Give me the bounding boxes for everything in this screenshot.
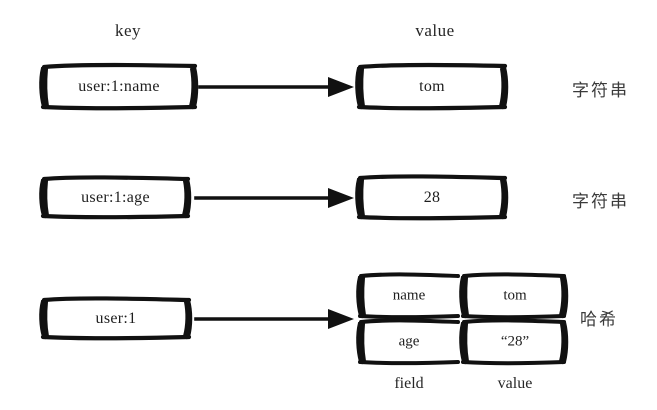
value-box-28[interactable]: 28	[354, 174, 510, 221]
hash-cell-value-tom[interactable]: tom	[459, 272, 570, 320]
value-box-tom[interactable]: tom	[354, 62, 510, 111]
arrow-key-to-value-2	[194, 185, 356, 211]
hand-drawn-rect-icon	[355, 174, 509, 221]
hand-drawn-rect-icon	[39, 62, 199, 111]
value-box-label: 28	[423, 188, 441, 206]
column-header-key: key	[114, 21, 142, 40]
type-label-hash: 哈希	[580, 310, 618, 330]
hash-cell-field-age[interactable]: age	[356, 318, 462, 366]
hand-drawn-rect-icon	[459, 272, 569, 320]
hash-cell-label: tom	[503, 287, 527, 304]
hash-cell-field-name[interactable]: name	[356, 272, 462, 320]
arrow-key-to-hash	[194, 306, 356, 332]
hash-cell-value-28[interactable]: “28”	[459, 318, 570, 366]
hand-drawn-rect-icon	[459, 318, 569, 366]
hand-drawn-rect-icon	[355, 62, 509, 111]
arrow-right-icon	[198, 77, 354, 97]
key-box-label: user:1	[95, 309, 137, 327]
type-label-string-2: 字符串	[572, 192, 629, 212]
hand-drawn-rect-icon	[356, 318, 460, 366]
hash-cell-label: name	[392, 287, 426, 304]
arrow-right-icon	[194, 188, 354, 208]
arrow-right-icon	[194, 309, 354, 329]
hash-footer-value: value	[497, 375, 533, 392]
hand-drawn-rect-icon	[39, 175, 192, 220]
key-box-label: user:1:name	[78, 77, 160, 95]
column-header-value: value	[415, 21, 455, 40]
hand-drawn-rect-icon	[356, 272, 460, 320]
key-box-user-1-name[interactable]: user:1:name	[38, 62, 200, 111]
hash-table: name tom age	[352, 270, 574, 370]
key-box-label: user:1:age	[81, 188, 150, 206]
type-label-string-1: 字符串	[572, 81, 629, 101]
arrow-key-to-value-1	[198, 74, 356, 100]
hash-cell-label: age	[398, 333, 420, 350]
hash-footer-field: field	[394, 375, 424, 392]
hand-drawn-rect-icon	[39, 296, 193, 341]
value-box-label: tom	[419, 77, 445, 95]
hash-cell-label: “28”	[500, 333, 530, 350]
key-box-user-1[interactable]: user:1	[38, 296, 194, 341]
key-box-user-1-age[interactable]: user:1:age	[38, 175, 193, 220]
